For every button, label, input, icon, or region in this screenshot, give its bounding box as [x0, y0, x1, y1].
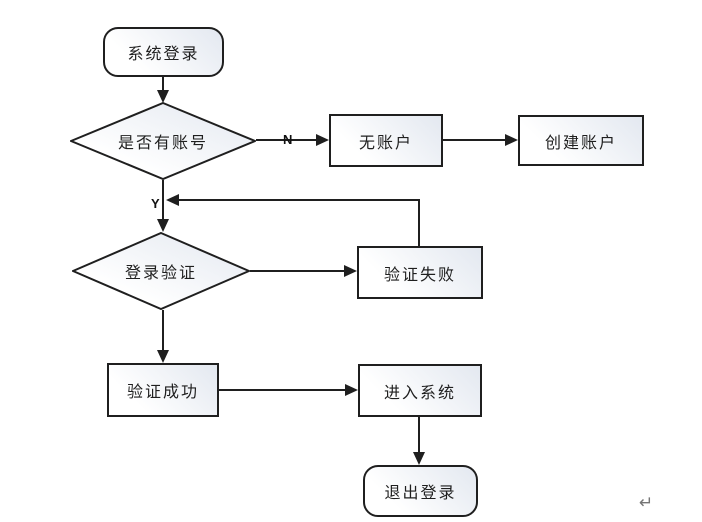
- connector-start-to-has-account: [162, 77, 164, 91]
- node-login-verify-decision[interactable]: 登录验证: [72, 232, 250, 310]
- arrowhead-right-icon: [505, 134, 518, 146]
- node-verify-fail-label: 验证失败: [383, 266, 456, 284]
- connector-login-verify-to-verify-success: [162, 310, 164, 351]
- arrowhead-down-icon: [413, 452, 425, 465]
- node-logout-terminator[interactable]: 退出登录: [363, 465, 478, 517]
- return-mark-icon: ↵: [639, 493, 654, 513]
- node-login-verify-label: 登录验证: [124, 265, 197, 282]
- connector-has-account-to-login-verify: [162, 180, 164, 220]
- node-verify-success-process[interactable]: 验证成功: [107, 363, 219, 417]
- arrowhead-right-icon: [344, 265, 357, 277]
- edge-label-y: Y: [151, 196, 160, 211]
- connector-verify-success-to-enter-system: [219, 389, 346, 391]
- node-start-terminator[interactable]: 系统登录: [103, 27, 224, 77]
- connector-enter-system-to-logout: [418, 417, 420, 453]
- node-no-account-label: 无账户: [358, 134, 413, 152]
- node-logout-label: 退出登录: [384, 485, 457, 502]
- arrowhead-right-icon: [316, 134, 329, 146]
- diamond-shape-icon: [72, 232, 250, 310]
- node-start-label: 系统登录: [127, 46, 200, 63]
- arrowhead-down-icon: [157, 219, 169, 232]
- node-create-account-process[interactable]: 创建账户: [518, 115, 644, 166]
- arrowhead-left-icon: [166, 194, 179, 206]
- node-no-account-process[interactable]: 无账户: [329, 114, 443, 167]
- edge-label-n: N: [283, 132, 293, 147]
- connector-no-account-to-create-account: [443, 139, 505, 141]
- connector-verify-fail-loop-horizontal: [179, 199, 420, 201]
- node-verify-success-label: 验证成功: [126, 384, 199, 401]
- node-has-account-decision[interactable]: 是否有账号: [70, 102, 256, 180]
- arrowhead-down-icon: [157, 350, 169, 363]
- node-has-account-label: 是否有账号: [117, 135, 208, 152]
- arrowhead-down-icon: [157, 90, 169, 103]
- arrowhead-right-icon: [345, 384, 358, 396]
- connector-login-verify-to-verify-fail: [250, 270, 344, 272]
- node-enter-system-label: 进入系统: [383, 384, 456, 402]
- node-create-account-label: 创建账户: [544, 134, 617, 152]
- node-verify-fail-process[interactable]: 验证失败: [357, 246, 483, 299]
- connector-verify-fail-loop-vertical: [418, 200, 420, 246]
- diamond-shape-icon: [70, 102, 256, 180]
- node-enter-system-process[interactable]: 进入系统: [358, 364, 482, 417]
- connector-has-account-to-no-account: [256, 139, 317, 141]
